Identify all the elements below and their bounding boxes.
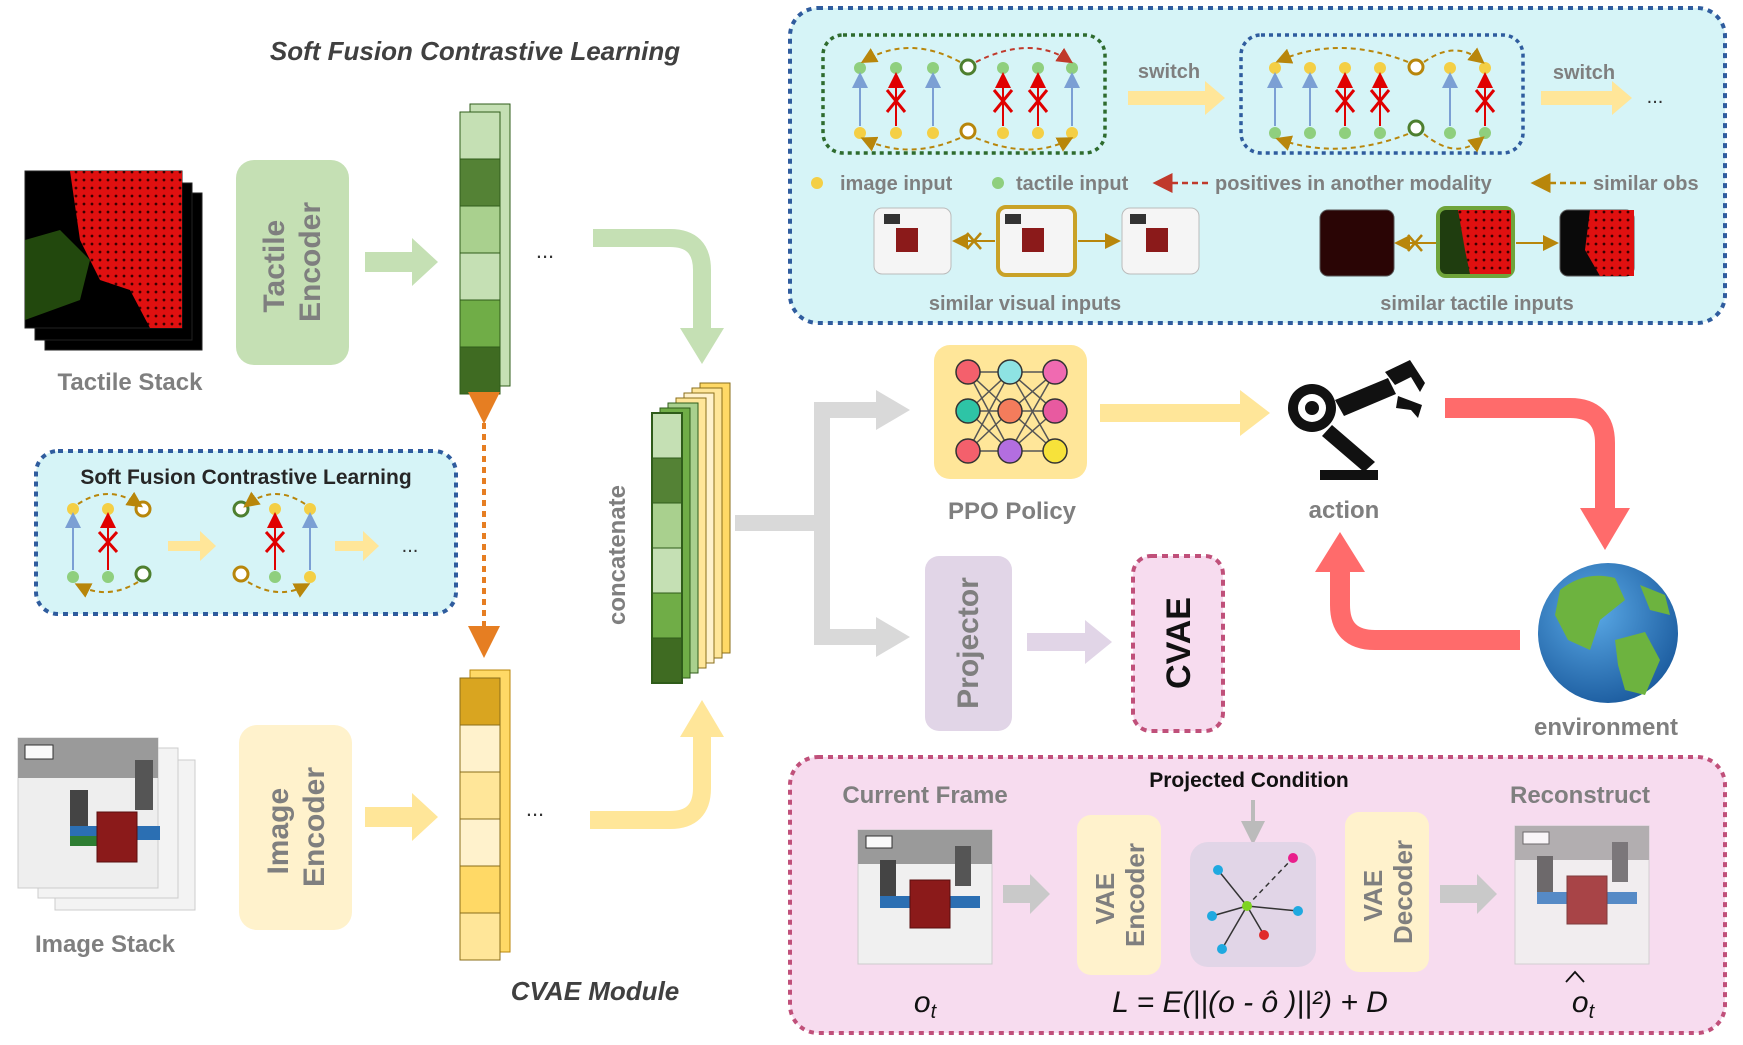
current-frame-label: Current Frame	[842, 782, 1007, 809]
vae-encoder-line1: VAE	[1090, 873, 1120, 925]
projector-box	[925, 556, 1012, 731]
loss-formula: L = E(||(o - ô )||²) + D	[1112, 986, 1388, 1019]
cvae-label: CVAE	[1160, 597, 1198, 689]
projected-condition-label: Projected Condition	[1149, 769, 1349, 792]
image-ellipsis: ...	[526, 796, 544, 821]
similar-tactile-thumbnails	[1319, 206, 1635, 278]
cvae-box	[1131, 554, 1225, 733]
arrow-tactile-to-vector	[365, 238, 438, 286]
sfcl-top-title: Soft Fusion Contrastive Learning	[270, 36, 680, 66]
sfcl-small-title: Soft Fusion Contrastive Learning	[80, 466, 411, 489]
vae-decoder-line2: Decoder	[1388, 840, 1418, 944]
o-hat-hat	[1565, 970, 1585, 983]
o-hat-base: o	[1572, 986, 1589, 1019]
vae-encoder-label: VAE Encoder	[1090, 843, 1150, 947]
o-t-base: o	[914, 986, 931, 1019]
similar-visual-thumbnails	[873, 205, 1200, 277]
tactile-feature-vector	[459, 103, 511, 395]
sfcl-small-graph-2	[232, 491, 318, 598]
sfcl-small-ellipsis: ...	[402, 535, 419, 557]
arrow-tactile-to-concat	[593, 229, 711, 330]
arrow-environment-to-action-head	[1315, 532, 1365, 572]
switch-arrow-2	[1541, 81, 1632, 115]
latent-space-icon	[1207, 853, 1303, 954]
action-label: action	[1309, 497, 1380, 524]
tactile-encoder-box	[236, 160, 349, 365]
o-t-subscript: t	[931, 1001, 938, 1023]
o-hat-subscript: t	[1589, 1001, 1596, 1023]
arrow-action-to-environment	[1445, 398, 1615, 510]
o-t-label: ot	[914, 986, 938, 1023]
tactile-stack-images	[24, 170, 203, 351]
tactile-stack-label: Tactile Stack	[58, 369, 204, 396]
o-hat-label: ot	[1572, 986, 1596, 1023]
graph-group-left	[821, 33, 1107, 155]
vae-decoder-box	[1345, 812, 1429, 972]
concatenated-vector	[651, 382, 731, 684]
concatenate-label: concatenate	[604, 485, 631, 625]
arrow-environment-to-action	[1330, 570, 1520, 650]
ppo-policy-label: PPO Policy	[948, 498, 1077, 525]
image-stack-images	[17, 737, 196, 911]
similar-visual-label: similar visual inputs	[929, 293, 1121, 315]
image-feature-vector	[459, 669, 511, 961]
tactile-encoder-line2: Encoder	[294, 202, 327, 322]
arrow-tactile-to-concat-head	[680, 328, 724, 364]
arrow-action-to-environment-head	[1580, 508, 1630, 550]
current-frame-image	[857, 829, 993, 965]
image-encoder-box	[239, 725, 352, 930]
switch-label-2: switch	[1553, 62, 1615, 84]
sfcl-small-arrow-1	[168, 531, 216, 561]
tactile-ellipsis: ...	[536, 238, 554, 263]
reconstructed-image	[1514, 825, 1650, 965]
sfcl-small-graph-1	[65, 491, 152, 598]
legend: image input tactile input positives in a…	[811, 173, 1699, 195]
sfcl-small-arrow-2	[335, 531, 379, 561]
projector-label: Projector	[952, 577, 985, 709]
image-encoder-label: Image Encoder	[262, 767, 331, 887]
arrow-decoder-to-reconstruct	[1440, 874, 1497, 914]
graph-left-nodes	[852, 47, 1080, 152]
vae-encoder-box	[1077, 815, 1161, 975]
similar-tactile-label: similar tactile inputs	[1380, 293, 1573, 315]
vae-decoder-label: VAE Decoder	[1358, 840, 1418, 944]
neural-network-icon	[955, 359, 1068, 464]
legend-tactile-input: tactile input	[1016, 173, 1129, 195]
vae-encoder-line2: Encoder	[1120, 843, 1150, 947]
graph-group-right	[1239, 33, 1525, 155]
arrow-projector-to-cvae	[1027, 620, 1112, 664]
graph-right-nodes	[1267, 47, 1496, 153]
legend-image-input: image input	[840, 173, 953, 195]
tactile-encoder-label: Tactile Encoder	[258, 202, 327, 322]
legend-positives: positives in another modality	[1215, 173, 1493, 195]
reconstruct-label: Reconstruct	[1510, 782, 1650, 809]
vae-decoder-line1: VAE	[1358, 870, 1388, 922]
arrow-image-to-concat-head	[680, 700, 724, 737]
image-encoder-line1: Image	[262, 788, 295, 875]
arrow-image-to-vector	[365, 793, 438, 841]
switch-arrow-1	[1128, 81, 1225, 115]
globe-icon	[1538, 563, 1678, 703]
arrow-policy-to-action	[1100, 390, 1270, 436]
arrow-frame-to-encoder	[1003, 874, 1050, 914]
image-stack-label: Image Stack	[35, 931, 176, 958]
environment-label: environment	[1534, 714, 1678, 741]
tactile-encoder-line1: Tactile	[258, 220, 291, 313]
branch-arrows	[735, 390, 910, 657]
top-panel-ellipsis: ...	[1647, 86, 1664, 108]
robot-arm-icon	[1288, 360, 1425, 480]
cvae-module-title: CVAE Module	[511, 976, 680, 1006]
switch-label-1: switch	[1138, 61, 1200, 83]
legend-similar-obs: similar obs	[1593, 173, 1699, 195]
arrow-image-to-concat	[590, 735, 711, 829]
image-encoder-line2: Encoder	[298, 767, 331, 887]
